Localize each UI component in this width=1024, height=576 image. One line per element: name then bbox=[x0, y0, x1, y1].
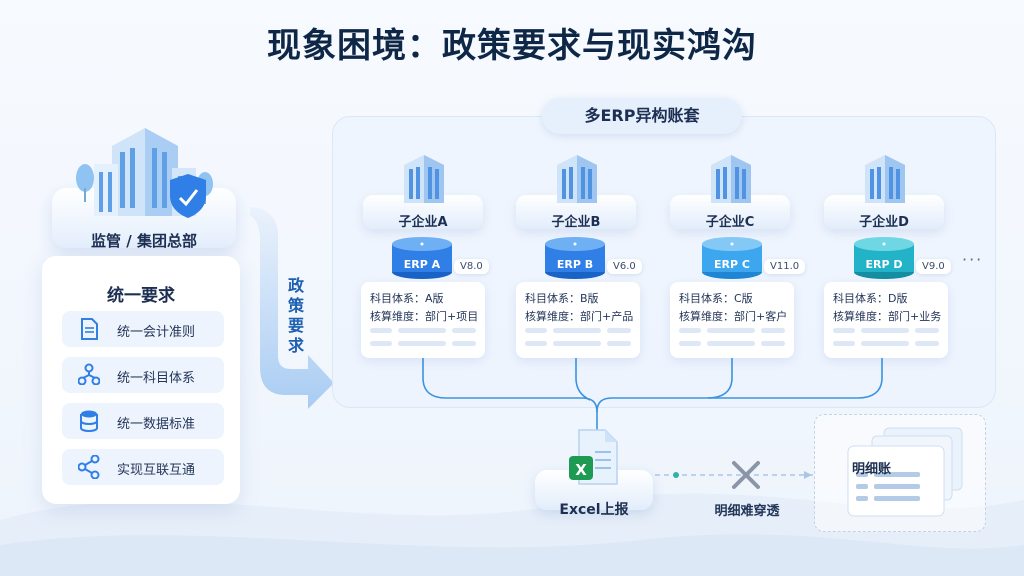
subsidiary-name: 子企业D bbox=[859, 215, 909, 230]
erp-version: V9.0 bbox=[916, 259, 951, 274]
placeholder-bar bbox=[607, 341, 631, 346]
subject-system: 科目体系：B版 bbox=[525, 292, 599, 305]
erp-name: ERP B bbox=[556, 258, 594, 271]
database-icon bbox=[80, 410, 98, 432]
placeholder-bar bbox=[370, 328, 392, 333]
placeholder-bar bbox=[861, 341, 909, 346]
placeholder-bar bbox=[761, 341, 785, 346]
office-building-icon bbox=[557, 155, 597, 203]
placeholder-bar bbox=[915, 341, 939, 346]
policy-requirement-label: 政策要求 bbox=[287, 276, 304, 355]
placeholder-bar bbox=[707, 328, 755, 333]
placeholder-bar bbox=[553, 328, 601, 333]
database-icon bbox=[545, 237, 605, 279]
placeholder-bar bbox=[553, 341, 601, 346]
erp-panel-title: 多ERP异构账套 bbox=[542, 98, 742, 134]
accounting-dimension: 核算维度：部门+项目 bbox=[370, 310, 479, 323]
erp-name: ERP A bbox=[403, 258, 441, 271]
excel-report-label: Excel上报 bbox=[559, 502, 629, 518]
placeholder-bar bbox=[679, 328, 701, 333]
subsidiary-name: 子企业B bbox=[551, 215, 601, 230]
hierarchy-icon bbox=[78, 363, 100, 385]
subsidiary-name: 子企业C bbox=[705, 215, 755, 230]
subject-system: 科目体系：D版 bbox=[833, 292, 908, 305]
office-building-icon bbox=[865, 155, 905, 203]
requirement-item bbox=[62, 403, 224, 439]
placeholder-bar bbox=[398, 341, 446, 346]
more-indicator: ··· bbox=[962, 250, 984, 269]
database-icon bbox=[392, 237, 452, 279]
policy-arrow bbox=[250, 207, 334, 409]
placeholder-bar bbox=[452, 328, 476, 333]
database-icon bbox=[702, 237, 762, 279]
office-building-icon bbox=[404, 155, 444, 203]
accounting-dimension: 核算维度：部门+产品 bbox=[525, 310, 634, 323]
share-icon bbox=[78, 455, 100, 479]
requirements-title: 统一要求 bbox=[107, 286, 175, 306]
requirement-label: 统一数据标准 bbox=[117, 417, 196, 432]
placeholder-bar bbox=[370, 341, 392, 346]
excel-file-icon bbox=[569, 429, 618, 485]
requirement-item bbox=[62, 449, 224, 485]
placeholder-bar bbox=[525, 341, 547, 346]
placeholder-bar bbox=[707, 341, 755, 346]
hard-penetration-label: 明细难穿透 bbox=[714, 504, 780, 519]
placeholder-bar bbox=[833, 328, 855, 333]
hq-label: 监管 / 集团总部 bbox=[91, 232, 197, 250]
requirement-item bbox=[62, 311, 224, 347]
cross-icon bbox=[732, 461, 760, 489]
document-icon bbox=[81, 318, 98, 340]
erp-version: V11.0 bbox=[764, 259, 806, 274]
accounting-dimension: 核算维度：部门+业务 bbox=[833, 310, 942, 323]
requirement-label: 统一会计准则 bbox=[117, 325, 196, 340]
placeholder-bar bbox=[398, 328, 446, 333]
placeholder-bar bbox=[679, 341, 701, 346]
office-building-icon bbox=[711, 155, 751, 203]
erp-name: ERP C bbox=[714, 258, 750, 271]
page-title: 现象困境：政策要求与现实鸿沟 bbox=[267, 26, 757, 66]
accounting-dimension: 核算维度：部门+客户 bbox=[679, 310, 788, 323]
requirement-label: 统一科目体系 bbox=[117, 371, 196, 386]
ledger-stack-icon bbox=[847, 427, 963, 517]
placeholder-bar bbox=[915, 328, 939, 333]
subsidiary-name: 子企业A bbox=[398, 215, 448, 230]
hq-building-icon bbox=[76, 128, 213, 218]
database-icon bbox=[854, 237, 914, 279]
placeholder-bar bbox=[607, 328, 631, 333]
subject-system: 科目体系：C版 bbox=[679, 292, 753, 305]
detail-ledger-label: 明细账 bbox=[852, 462, 892, 477]
erp-version: V8.0 bbox=[454, 259, 489, 274]
placeholder-bar bbox=[833, 341, 855, 346]
requirement-label: 实现互联互通 bbox=[117, 463, 196, 478]
erp-version: V6.0 bbox=[607, 259, 642, 274]
placeholder-bar bbox=[861, 328, 909, 333]
erp-name: ERP D bbox=[865, 258, 903, 271]
subject-system: 科目体系：A版 bbox=[370, 292, 444, 305]
placeholder-bar bbox=[761, 328, 785, 333]
placeholder-bar bbox=[525, 328, 547, 333]
placeholder-bar bbox=[452, 341, 476, 346]
excel-letter: X bbox=[575, 461, 587, 479]
